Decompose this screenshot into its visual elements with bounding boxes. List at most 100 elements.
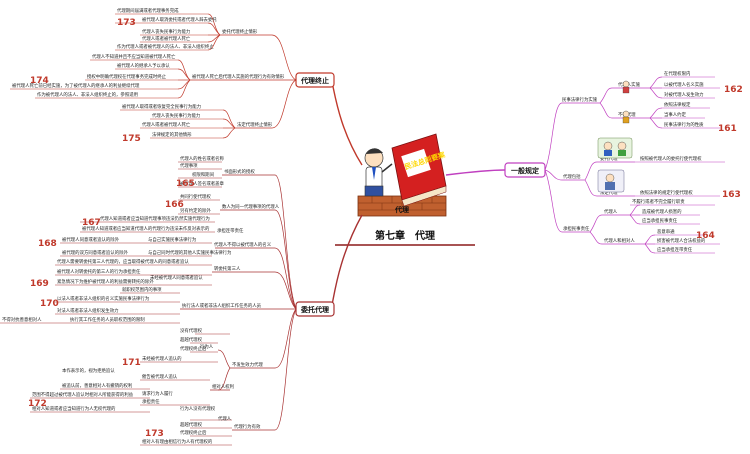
node-legal-end: 法定代理终止情形 xyxy=(237,121,273,128)
node-s3: 与自己同时代理的其他人实施民事法律行为 xyxy=(148,249,231,256)
node-joint: 数人为同一代理事项的代理人 xyxy=(222,203,280,210)
node-lb2: 被代理人知道或者应当知道代理人的代理行为违法未作反对表示的 xyxy=(82,225,210,232)
agency-illustration-icon-2 xyxy=(597,169,625,193)
node-cp: 相对人权利 xyxy=(212,383,234,390)
node-w1: 代理人的姓名或者名称 xyxy=(180,155,225,162)
node-after-death: 被代理人死亡后代理人实施的代理行为有效情形 xyxy=(192,73,285,80)
person-icon-small-1 xyxy=(622,80,630,94)
node-s2: 与自己实施民事法律行为 xyxy=(148,236,196,243)
node-c1: 代理期间届满或者代理事务完成 xyxy=(117,7,179,14)
node-c2: 被代理人取消委托或者代理人辞去委托 xyxy=(142,16,217,23)
node-lb1: 代理人知道或者应当知道代理事项违法仍然实施代理行为 xyxy=(100,215,210,222)
node-a0: 代理人 xyxy=(218,415,232,422)
node-gd8: 民事法律行为的性质 xyxy=(664,121,704,128)
node-self: 代理人不得以被代理人的名义 xyxy=(214,241,272,248)
agency-illustration-icon-1 xyxy=(597,137,633,159)
page-number-168: 168 xyxy=(38,239,57,249)
page-number-172: 172 xyxy=(28,399,47,409)
connectors-entrusted xyxy=(180,174,297,431)
node-cp5: 范围不得超过被代理人追认时相对人所能获得的利益 xyxy=(32,391,134,398)
node-cp6: 承担责任 xyxy=(142,398,160,405)
node-cp1: 催告被代理人追认 xyxy=(142,373,178,380)
page-number-169: 169 xyxy=(30,279,49,289)
node-e5: 执行其工作任务的人员职权范围的限制 xyxy=(70,316,145,323)
node-j1: 共同行使代理权 xyxy=(180,193,211,200)
page-number-175: 175 xyxy=(122,134,141,144)
svg-text:一般规定: 一般规定 xyxy=(511,166,539,175)
page-number-162: 162 xyxy=(724,85,743,95)
node-sb2: 被代理人对转委托的第三人的行为承担责任 xyxy=(57,268,141,275)
node-commission-end: 委托代理终止情形 xyxy=(222,28,258,35)
node-written: 书面形式的授权 xyxy=(224,168,255,175)
node-c5: 作为代理人或者被代理人的法人、非法人组织终止 xyxy=(117,43,214,50)
node-j2: 另有约定的除外 xyxy=(180,207,211,214)
page-number-173b: 173 xyxy=(145,429,164,439)
branch-entrusted[interactable]: 委托代理 xyxy=(295,301,335,317)
node-s4: 被代理的双方同意或者追认的除外 xyxy=(62,249,128,256)
node-u3: 代理权终止后 xyxy=(180,345,207,352)
underlines-entrusted xyxy=(0,161,232,446)
page-number-165: 165 xyxy=(176,179,195,189)
node-l3: 代理人或者被代理人死亡 xyxy=(142,121,191,128)
node-cp4: 本作表示的，视为拒绝追认 xyxy=(62,367,115,374)
node-w3: 权限和期间 xyxy=(192,171,214,178)
node-gd2: 在代理权限内 xyxy=(664,70,690,77)
underlines-general xyxy=(630,76,725,254)
node-gd3: 以被代理人名义实施 xyxy=(664,81,704,88)
node-u4: 未经被代理人追认的 xyxy=(142,355,182,362)
node-sb3: 紧急情况下为维护被代理人的利益需要转托的除外 xyxy=(57,278,154,285)
node-u2: 超越代理权 xyxy=(180,336,203,343)
node-d5: 作为被代理人的法人、非法人组织终止的，参照适用 xyxy=(37,91,138,98)
page-number-167: 167 xyxy=(82,218,101,228)
node-e1: 就职权范围内的事项 xyxy=(122,286,162,293)
branch-line-entrusted xyxy=(331,214,363,306)
node-d1: 代理人不知道并且不应当知道被代理人死亡 xyxy=(92,53,176,60)
node-e3: 对法人或者非法人组织发生效力 xyxy=(57,307,118,314)
node-cp3: 请求行为人履行 xyxy=(142,390,173,397)
node-a4: 相对人有理由相信行为人有代理权的 xyxy=(142,438,213,445)
node-cp2: 被追认前，善意相对人有撤销的权利 xyxy=(62,382,132,389)
node-u1: 没有代理权 xyxy=(180,327,203,334)
node-cp7: 相对人知道或者应当知道行为人无权代理的 xyxy=(32,405,116,412)
node-l1: 被代理人取得或者恢复完全民事行为能力 xyxy=(122,103,201,110)
node-sb1: 代理人需要转委托第三人代理的，应当取得被代理人的同意或者追认 xyxy=(57,258,189,265)
node-d4: 被代理人死亡前已经实施，为了被代理人的继承人的利益继续代理 xyxy=(12,82,140,89)
node-r3: 应当承担民事责任 xyxy=(642,217,678,224)
person-icon-small-2 xyxy=(622,110,630,124)
node-s1: 被代理人同意或者追认的除外 xyxy=(62,236,120,243)
node-r5: 恶意串通 xyxy=(657,228,675,235)
underlines-agency-end xyxy=(10,13,223,139)
branch-agency-end[interactable]: 代理终止 xyxy=(295,72,335,88)
node-r2: 造成被代理人损害的 xyxy=(642,208,682,215)
node-emp: 执行法人或者非法人组织工作任务的人员 xyxy=(182,302,262,309)
branch-line-general xyxy=(445,169,506,176)
node-r4: 代理人和相对人 xyxy=(604,237,635,244)
node-d2: 被代理人的继承人予以承认 xyxy=(117,62,170,69)
node-r6: 损害被代理人合法权益的 xyxy=(657,237,706,244)
node-gd4: 对被代理人发生效力 xyxy=(664,91,704,98)
branch-general[interactable]: 一般规定 xyxy=(504,162,546,178)
chapter-title: 第七章 代理 xyxy=(375,229,435,242)
node-a1: 行为人没有代理权 xyxy=(180,405,216,412)
node-types: 代理包括 xyxy=(563,173,581,180)
node-c3: 代理人丧失民事行为能力 xyxy=(142,28,190,35)
page-number-170: 170 xyxy=(40,299,59,309)
node-civil: 民事法律行为实施 xyxy=(562,96,598,103)
svg-text:委托代理: 委托代理 xyxy=(300,305,329,314)
node-a2: 超越代理权 xyxy=(180,421,203,428)
node-gd5: 依照法律规定 xyxy=(664,101,691,108)
node-sb4: 未经被代理人同意或者追认 xyxy=(150,274,203,281)
svg-text:代理终止: 代理终止 xyxy=(300,76,329,85)
node-l4: 法律规定的其他情形 xyxy=(152,131,192,138)
node-a3: 代理权终止后 xyxy=(180,429,207,436)
page-number-163: 163 xyxy=(722,190,741,200)
node-liab: 承担连带责任 xyxy=(217,227,244,234)
page-number-173a: 173 xyxy=(117,18,136,28)
node-e2: 以法人或者非法人组织的名义实施民事法律行为 xyxy=(57,295,149,302)
node-c4: 代理人或者被代理人死亡 xyxy=(142,35,191,42)
branch-line-agency-end xyxy=(331,81,363,166)
node-w4: 被代理人签名或者盖章 xyxy=(180,180,225,187)
node-t4: 依照法律的规定行使代理权 xyxy=(640,189,693,196)
node-e4: 不得对抗善意相对人 xyxy=(2,316,42,323)
